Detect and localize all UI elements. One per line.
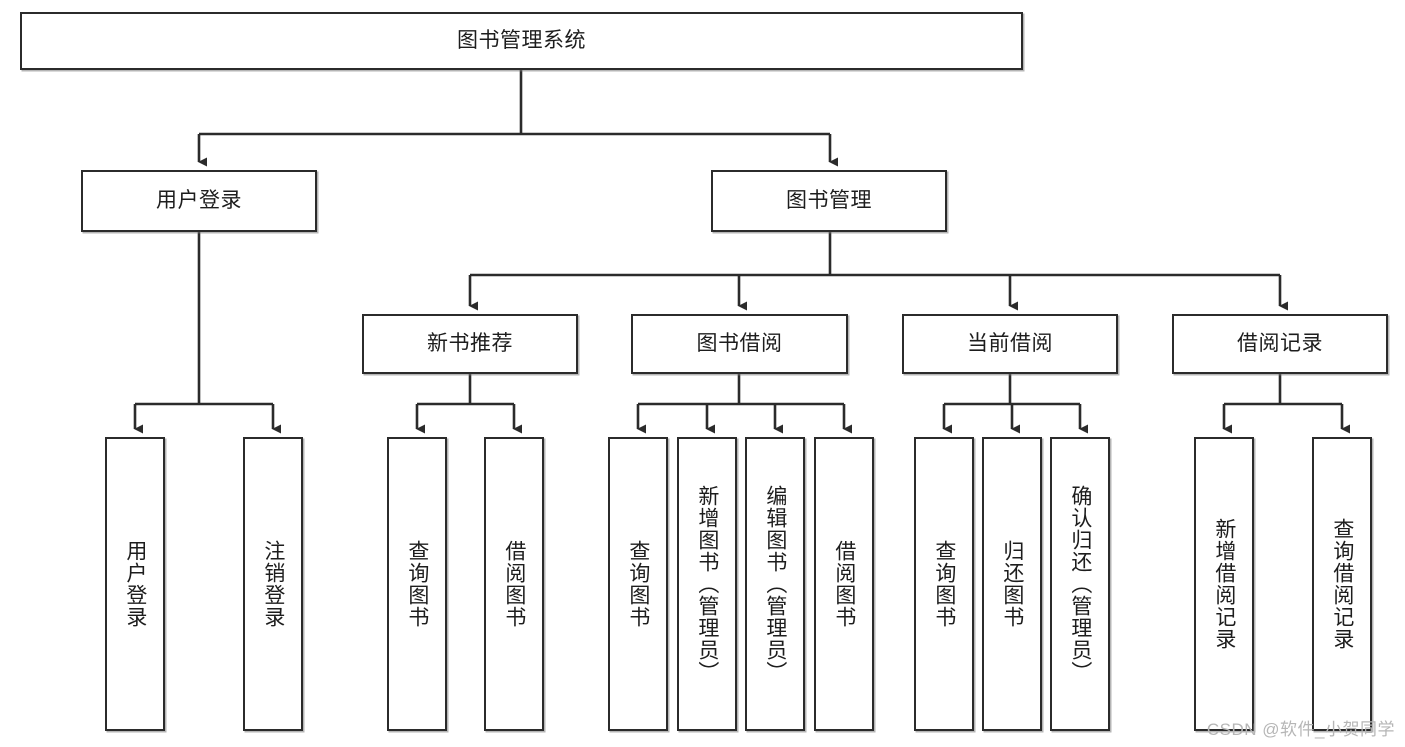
node-label: 确认归还（管理员） <box>1068 485 1092 683</box>
node-root-system[interactable]: 图书管理系统 <box>20 12 1023 70</box>
node-leaf[interactable]: 借阅图书 <box>814 437 874 731</box>
node-book-management[interactable]: 图书管理 <box>711 170 947 232</box>
node-leaf[interactable]: 编辑图书（管理员） <box>745 437 805 731</box>
node-user-login[interactable]: 用户登录 <box>81 170 317 232</box>
node-leaf[interactable]: 新增图书（管理员） <box>677 437 737 731</box>
node-current-borrowing[interactable]: 当前借阅 <box>902 314 1118 374</box>
node-leaf[interactable]: 确认归还（管理员） <box>1050 437 1110 731</box>
watermark: CSDN @软件_小贺同学 <box>1206 720 1395 739</box>
node-label: 新增图书（管理员） <box>695 485 719 683</box>
node-book-borrowing[interactable]: 图书借阅 <box>631 314 848 374</box>
node-label: 归还图书 <box>1000 540 1024 628</box>
node-leaf[interactable]: 新增借阅记录 <box>1194 437 1254 731</box>
node-leaf[interactable]: 查询借阅记录 <box>1312 437 1372 731</box>
node-leaf[interactable]: 借阅图书 <box>484 437 544 731</box>
node-leaf[interactable]: 查询图书 <box>608 437 668 731</box>
node-label: 注销登录 <box>261 540 285 628</box>
node-label: 图书借阅 <box>696 331 783 355</box>
node-leaf[interactable]: 归还图书 <box>982 437 1042 731</box>
node-label: 查询借阅记录 <box>1330 518 1354 650</box>
node-leaf[interactable]: 查询图书 <box>387 437 447 731</box>
node-label: 新增借阅记录 <box>1212 518 1236 650</box>
node-label: 查询图书 <box>405 540 429 628</box>
node-label: 借阅图书 <box>832 540 856 628</box>
node-new-book-recommendation[interactable]: 新书推荐 <box>362 314 578 374</box>
node-label: 用户登录 <box>156 188 242 212</box>
node-label: 图书管理 <box>786 188 872 212</box>
node-label: 查询图书 <box>626 540 650 628</box>
node-label: 借阅记录 <box>1237 331 1323 355</box>
node-leaf[interactable]: 查询图书 <box>914 437 974 731</box>
node-label: 用户登录 <box>123 540 147 628</box>
node-label: 图书管理系统 <box>457 28 586 52</box>
node-leaf[interactable]: 注销登录 <box>243 437 303 731</box>
node-borrowing-records[interactable]: 借阅记录 <box>1172 314 1388 374</box>
node-label: 编辑图书（管理员） <box>763 485 787 683</box>
node-label: 查询图书 <box>932 540 956 628</box>
node-label: 借阅图书 <box>502 540 526 628</box>
node-label: 当前借阅 <box>967 331 1053 355</box>
node-leaf[interactable]: 用户登录 <box>105 437 165 731</box>
node-label: 新书推荐 <box>427 331 513 355</box>
